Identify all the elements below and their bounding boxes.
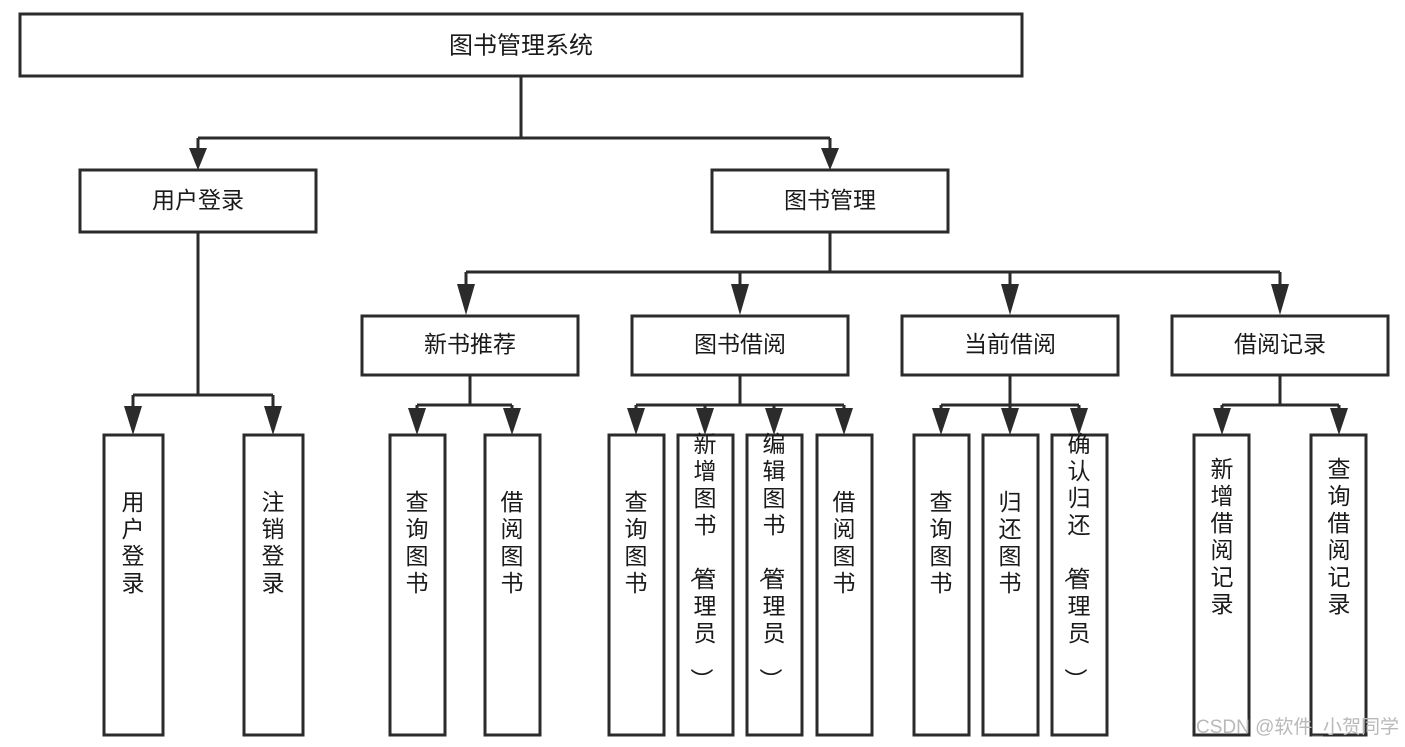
node-leaf-borrow-book-2-label: 借阅图书 [833, 489, 856, 596]
node-leaf-add-book-label: 新增图书（管理员） [689, 431, 717, 691]
arrow-head-leaf-query-book-3 [932, 408, 950, 435]
arrow-head-current-borrow [1001, 284, 1019, 315]
node-leaf-logout-login-label: 注销登录 [262, 489, 285, 596]
node-leaf-borrow-book-1-label: 借阅图书 [501, 489, 524, 596]
arrow-head-leaf-add-book [696, 408, 714, 435]
node-new-book-recommend-label: 新书推荐 [424, 331, 516, 357]
node-new-book-recommend-box[interactable] [360, 314, 580, 377]
node-leaf-borrow-book-1-box[interactable] [483, 433, 542, 737]
node-leaf-query-book-1[interactable]: 查询图书 [388, 433, 447, 737]
node-leaf-query-book-1-label: 查询图书 [406, 489, 429, 596]
arrow-head-leaf-logout-login [264, 406, 282, 435]
node-leaf-confirm-return[interactable]: 确认归还（管理员） [1050, 431, 1109, 737]
node-leaf-user-login-box[interactable] [102, 433, 165, 737]
node-leaf-query-record-box[interactable] [1309, 433, 1368, 737]
node-root-box[interactable] [18, 12, 1024, 78]
node-book-management-label: 图书管理 [784, 187, 876, 213]
node-borrow-record-box[interactable] [1170, 314, 1390, 377]
arrow-head-user-login [189, 148, 207, 170]
node-leaf-edit-book-label: 编辑图书（管理员） [758, 431, 786, 691]
connector-group-book-borrow [627, 375, 853, 435]
node-borrow-record[interactable]: 借阅记录 [1170, 314, 1390, 377]
node-leaf-add-book[interactable]: 新增图书（管理员） [676, 431, 735, 737]
connector-group-root [189, 77, 839, 170]
arrow-head-leaf-query-book-1 [408, 408, 426, 435]
node-leaf-add-book-box[interactable] [676, 433, 735, 737]
node-root[interactable]: 图书管理系统 [18, 12, 1024, 78]
node-leaf-user-login-label: 用户登录 [122, 489, 145, 596]
node-leaf-borrow-book-1[interactable]: 借阅图书 [483, 433, 542, 737]
arrow-head-book-management [821, 148, 839, 170]
node-book-management[interactable]: 图书管理 [710, 168, 950, 234]
node-leaf-query-book-1-box[interactable] [388, 433, 447, 737]
node-borrow-record-label: 借阅记录 [1234, 331, 1326, 357]
node-leaf-add-record[interactable]: 新增借阅记录 [1192, 433, 1251, 737]
arrow-head-leaf-user-login [124, 406, 142, 435]
node-book-borrow-box[interactable] [630, 314, 850, 377]
node-leaf-query-book-2-label: 查询图书 [625, 489, 648, 596]
node-root-label: 图书管理系统 [449, 32, 593, 59]
node-leaf-borrow-book-2-box[interactable] [815, 433, 874, 737]
node-leaf-query-record-label: 查询借阅记录 [1328, 456, 1351, 617]
node-leaf-query-book-3[interactable]: 查询图书 [912, 433, 971, 737]
arrow-head-leaf-add-record [1213, 408, 1231, 435]
node-leaf-user-login[interactable]: 用户登录 [102, 433, 165, 737]
node-leaf-add-record-box[interactable] [1192, 433, 1251, 737]
node-leaf-edit-book[interactable]: 编辑图书（管理员） [745, 431, 804, 737]
node-new-book-recommend[interactable]: 新书推荐 [360, 314, 580, 377]
node-leaf-logout-login-box[interactable] [242, 433, 305, 737]
node-leaf-logout-login[interactable]: 注销登录 [242, 433, 305, 737]
connector-group-current-borrow [932, 375, 1088, 435]
node-leaf-confirm-return-box[interactable] [1050, 433, 1109, 737]
arrow-head-leaf-return-book [1001, 408, 1019, 435]
arrow-head-leaf-query-book-2 [627, 408, 645, 435]
node-user-login-box[interactable] [78, 168, 318, 234]
arrow-head-leaf-edit-book [765, 408, 783, 435]
node-user-login[interactable]: 用户登录 [78, 168, 318, 234]
node-leaf-query-book-3-box[interactable] [912, 433, 971, 737]
node-leaf-return-book-label: 归还图书 [999, 489, 1022, 596]
node-current-borrow[interactable]: 当前借阅 [900, 314, 1120, 377]
connector-group-user-login [124, 232, 282, 435]
node-leaf-query-book-2[interactable]: 查询图书 [607, 433, 666, 737]
node-leaf-edit-book-box[interactable] [745, 433, 804, 737]
node-book-management-box[interactable] [710, 168, 950, 234]
connector-group-new-book-recommend [408, 375, 521, 435]
node-leaf-query-book-2-box[interactable] [607, 433, 666, 737]
node-book-borrow-label: 图书借阅 [694, 331, 786, 357]
arrow-head-new-book-recommend [457, 284, 475, 315]
connector-group-borrow-record [1213, 375, 1348, 435]
node-current-borrow-label: 当前借阅 [964, 331, 1056, 357]
node-user-login-label: 用户登录 [152, 187, 244, 213]
arrow-head-leaf-borrow-book-1 [503, 408, 521, 435]
arrow-head-leaf-confirm-return [1070, 408, 1088, 435]
arrow-head-leaf-borrow-book-2 [835, 408, 853, 435]
node-leaf-return-book[interactable]: 归还图书 [981, 433, 1040, 737]
node-leaf-add-record-label: 新增借阅记录 [1211, 456, 1234, 617]
node-leaf-borrow-book-2[interactable]: 借阅图书 [815, 433, 874, 737]
arrow-head-book-borrow [731, 284, 749, 315]
arrow-head-borrow-record [1271, 284, 1289, 315]
node-book-borrow[interactable]: 图书借阅 [630, 314, 850, 377]
node-current-borrow-box[interactable] [900, 314, 1120, 377]
connector-group-book-management [457, 232, 1289, 315]
node-leaf-confirm-return-label: 确认归还（管理员） [1063, 431, 1091, 691]
node-leaf-return-book-box[interactable] [981, 433, 1040, 737]
csdn-watermark: CSDN @软件_小贺同学 [1196, 716, 1399, 738]
node-leaf-query-record[interactable]: 查询借阅记录 [1309, 433, 1368, 737]
node-leaf-query-book-3-label: 查询图书 [930, 489, 953, 596]
arrow-head-leaf-query-record [1330, 408, 1348, 435]
